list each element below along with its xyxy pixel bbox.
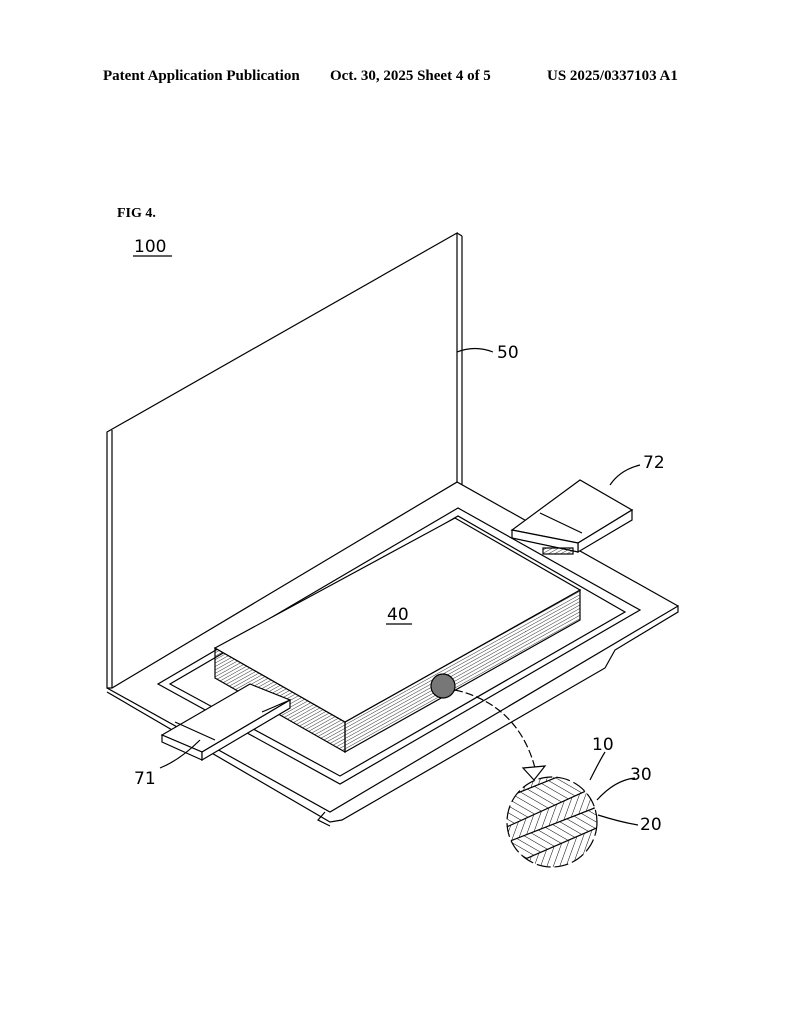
label-71: 71 xyxy=(134,769,156,789)
header-patent-number: US 2025/0337103 A1 xyxy=(547,68,678,84)
tab-72 xyxy=(510,479,634,555)
detail-view xyxy=(507,777,597,867)
header-publication: Patent Application Publication xyxy=(103,68,300,84)
label-72: 72 xyxy=(643,453,665,473)
magnify-region xyxy=(430,673,456,699)
tab-71 xyxy=(160,683,292,762)
label-40: 40 xyxy=(387,605,409,625)
header-date-sheet: Oct. 30, 2025 Sheet 4 of 5 xyxy=(330,68,491,84)
label-20: 20 xyxy=(640,815,662,835)
label-100: 100 xyxy=(134,237,166,257)
label-50: 50 xyxy=(497,343,519,363)
detail-arrow xyxy=(454,689,536,769)
label-10: 10 xyxy=(592,735,614,755)
label-30: 30 xyxy=(630,765,652,785)
arrow-head-icon xyxy=(521,765,547,781)
cell-stack xyxy=(213,517,582,754)
figure-title: FIG 4. xyxy=(117,206,156,221)
wall xyxy=(106,231,463,689)
